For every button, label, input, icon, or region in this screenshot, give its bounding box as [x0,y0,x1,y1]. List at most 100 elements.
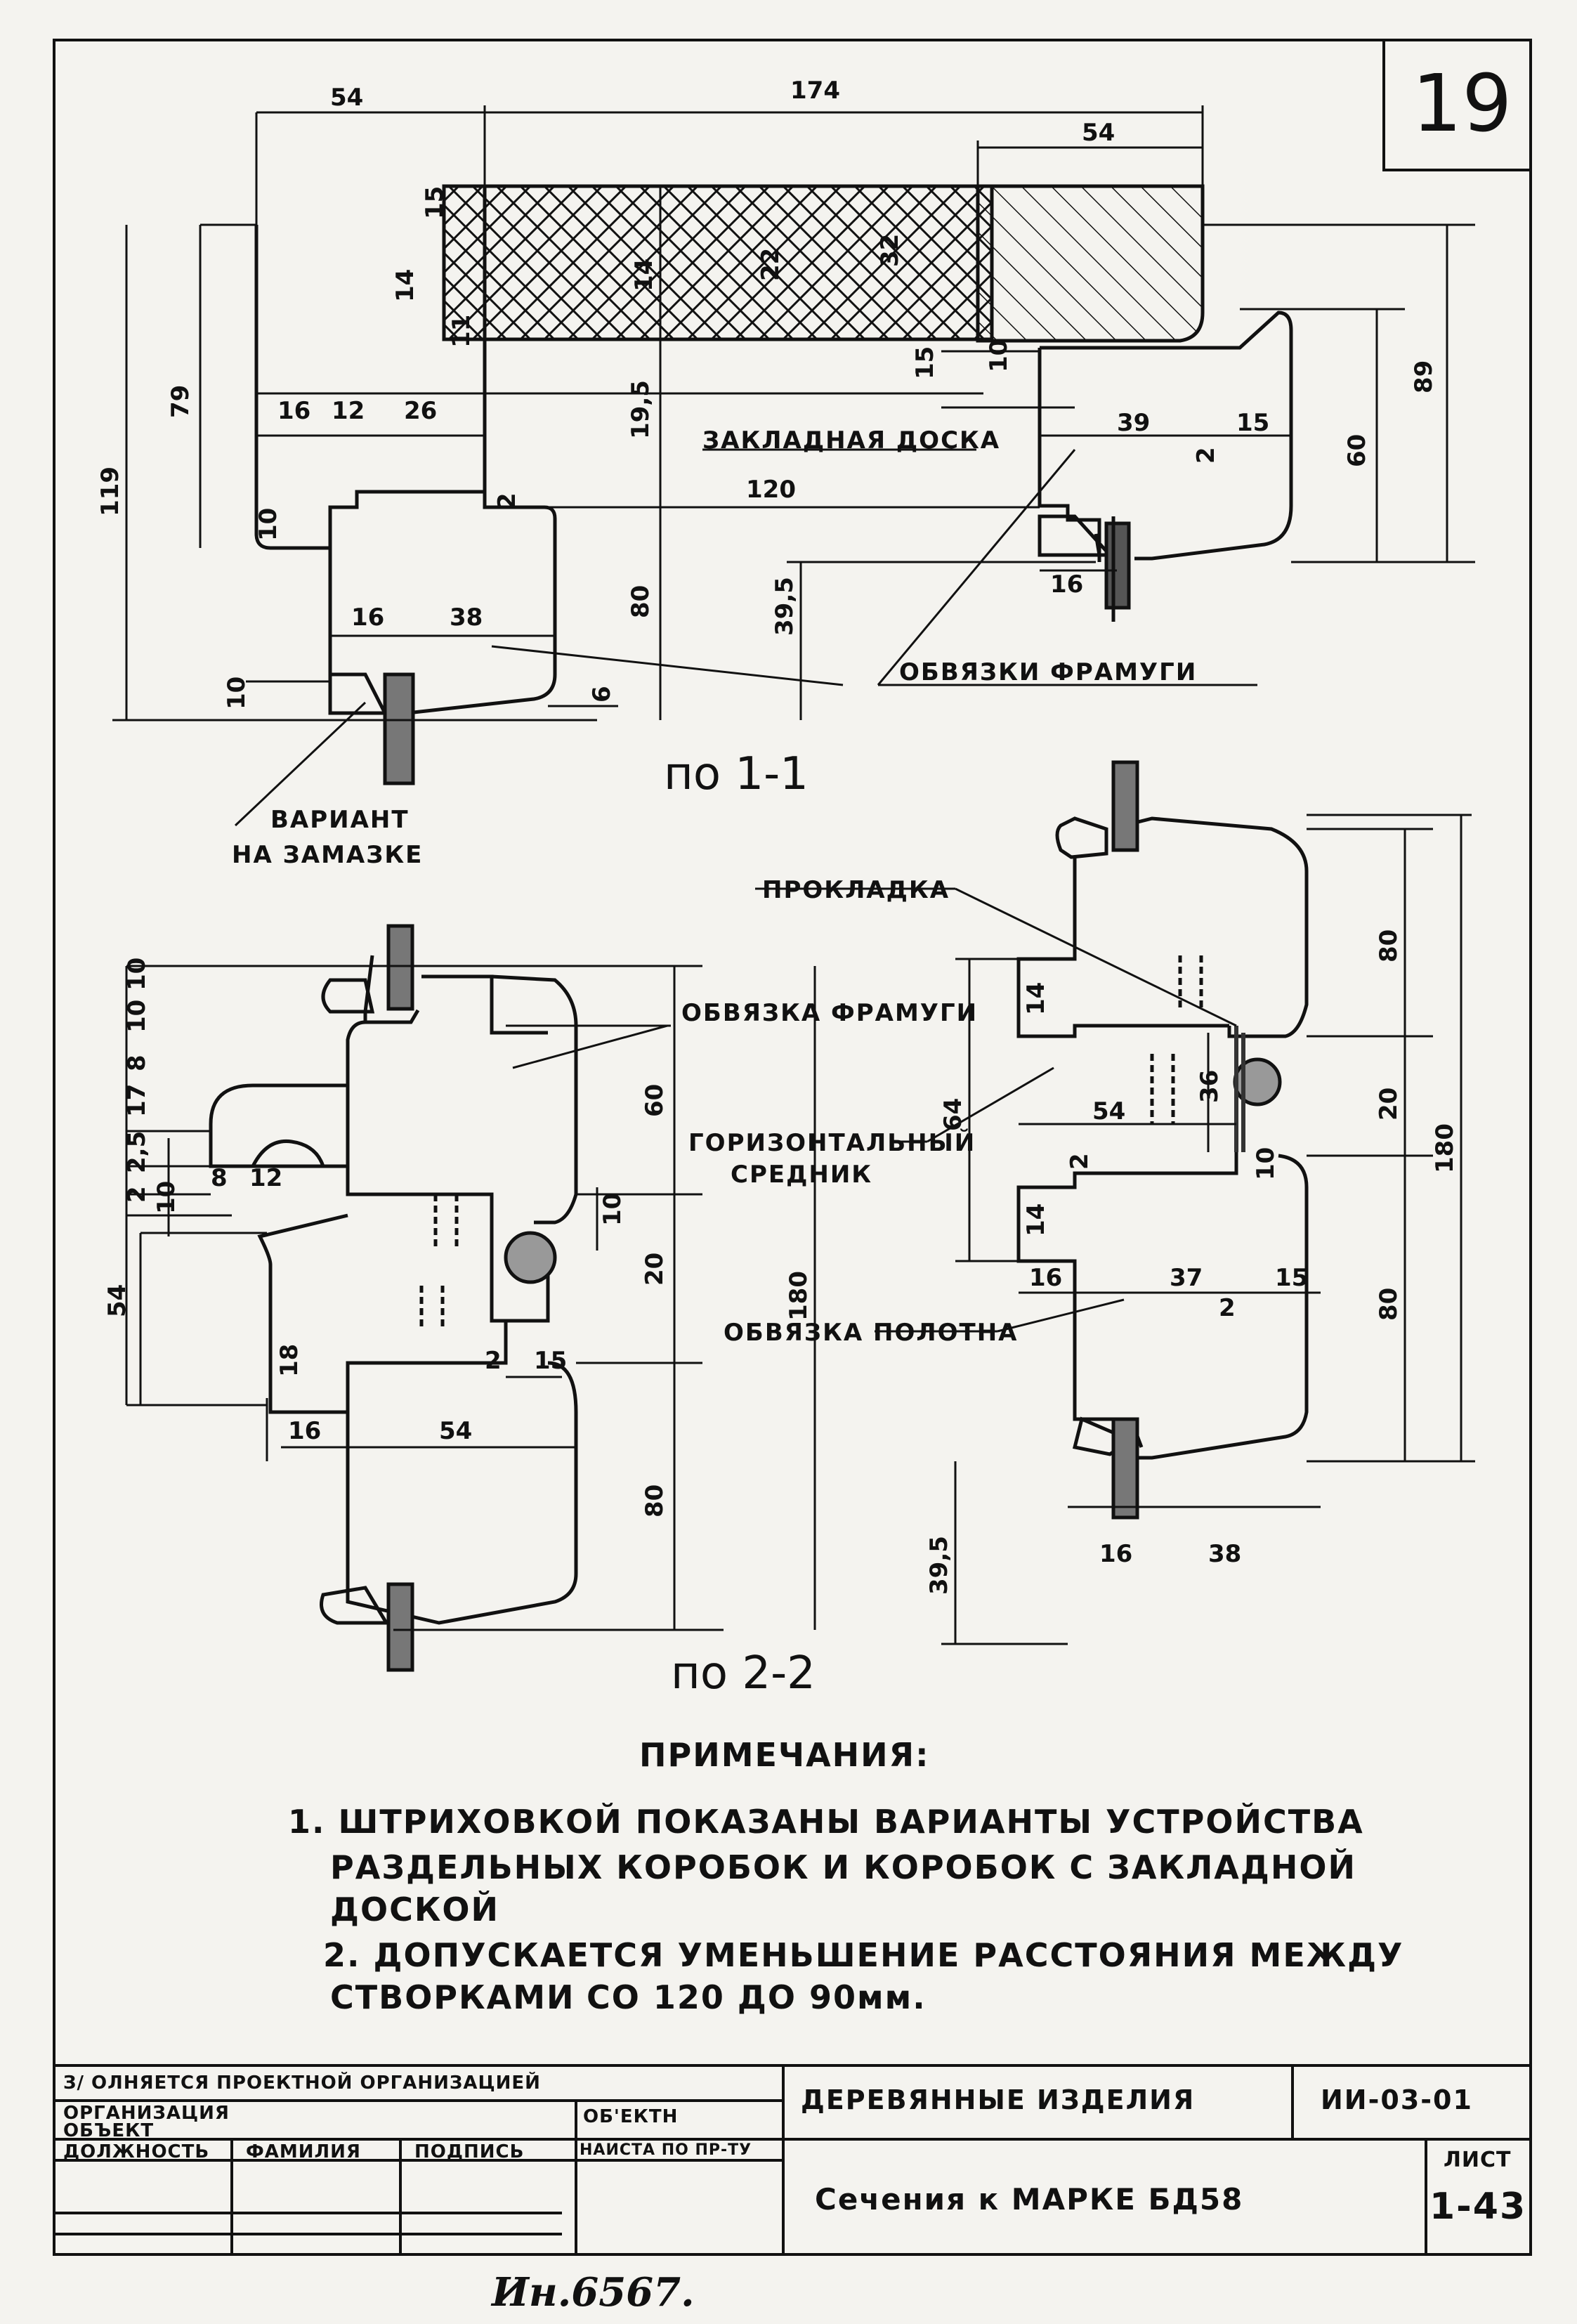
dim-r-80b: 80 [1375,1287,1403,1321]
dim-r-38: 38 [1208,1540,1242,1568]
label-transom-frame-1-1: ОБВЯЗКИ ФРАМУГИ [899,658,1198,686]
note-1-line-1: 1. ШТРИХОВКОЙ ПОКАЗАНЫ ВАРИАНТЫ УСТРОЙСТ… [288,1803,1364,1841]
title-block-object-code: ОБ'ЕКТН [583,2106,679,2127]
dim-39: 39 [1117,409,1151,437]
dim-l-2-5: 2,5 [123,1130,151,1173]
dim-r-16a: 16 [1029,1264,1063,1292]
dim-l-15: 15 [534,1347,568,1375]
dim-l-10a: 10 [123,957,151,991]
dim-119: 119 [96,466,124,516]
section-2-2-left-geometry [209,924,578,1672]
dim-16a: 16 [277,397,311,425]
section-2-2-right-geometry [1016,760,1309,1520]
title-block-product-group: ДЕРЕВЯННЫЕ ИЗДЕЛИЯ [801,2084,1196,2115]
title-block-surname: ФАМИЛИЯ [246,2141,361,2162]
dim-l-60: 60 [641,1083,669,1117]
caption-section-1-1: по 1-1 [664,748,809,800]
dim-r-2a: 2 [1066,1153,1094,1170]
dim-2a: 2 [1192,447,1220,464]
label-transom-frame-2-2: ОБВЯЗКА ФРАМУГИ [681,999,979,1027]
dim-r-2b: 2 [1219,1294,1236,1322]
dim-38: 38 [450,603,483,632]
dim-r-39-5: 39,5 [925,1536,953,1595]
dim-14: 14 [391,268,419,302]
dim-r-80a: 80 [1375,929,1403,962]
dim-16c: 16 [1050,570,1084,599]
sheet-number: 19 [1412,58,1512,150]
dim-r-180: 180 [1431,1123,1459,1173]
title-block-sheet-label: ЛИСТ [1444,2148,1512,2172]
title-block-sheet-count: НАИСТА ПО ПР-ТУ [580,2141,752,2159]
title-block-grid [54,2064,1531,2254]
label-mullion-2: СРЕДНИК [731,1161,873,1189]
sheet-frame [53,39,1532,2256]
dim-r-16b: 16 [1099,1540,1133,1568]
dim-l-12: 12 [249,1164,283,1192]
title-block-object: ОБЪЕКТ [63,2120,155,2141]
dim-l-180: 180 [785,1271,813,1321]
title-block-sheet-value: 1-43 [1429,2186,1527,2228]
dim-14b: 14 [630,258,658,292]
dim-r-54: 54 [1092,1097,1126,1125]
dim-15c: 15 [1236,409,1270,437]
dim-120: 120 [746,476,796,504]
note-1-line-2: РАЗДЕЛЬНЫХ КОРОБОК И КОРОБОК С ЗАКЛАДНОЙ [330,1848,1356,1886]
dim-15a: 15 [421,185,449,219]
dim-32: 32 [876,233,904,267]
dim-l-16: 16 [288,1417,322,1445]
dim-l-18: 18 [275,1343,303,1377]
inventory-note: Ин.6567. [492,2269,695,2316]
section-2-2-left-dimension-lines [125,965,816,1631]
label-putty-variant-1: ВАРИАНТ [270,806,410,834]
dim-l-8b: 8 [211,1164,228,1192]
dim-6: 6 [588,686,616,703]
notes-title: ПРИМЕЧАНИЯ: [639,1736,930,1774]
label-sash-frame: ОБВЯЗКА ПОЛОТНА [724,1319,1019,1347]
title-block-signature: ПОДПИСЬ [414,2141,525,2162]
dim-l-10c: 10 [152,1180,181,1214]
label-gasket: ПРОКЛАДКА [762,876,950,904]
dim-15b: 15 [911,346,939,379]
dim-174: 174 [790,77,840,105]
dim-r-14b: 14 [1022,1203,1050,1236]
dim-l-54v: 54 [103,1284,131,1317]
dim-r-15: 15 [1275,1264,1309,1292]
dim-r-36: 36 [1196,1069,1224,1103]
dim-54-top: 54 [330,84,364,112]
dim-l-54h: 54 [439,1417,473,1445]
dim-l-2b: 2 [485,1347,502,1375]
label-putty-variant-2: НА ЗАМАЗКЕ [232,841,424,869]
label-insert-board: ЗАКЛАДНАЯ ДОСКА [702,426,1001,455]
dim-10b: 10 [223,676,251,710]
dim-39-5: 39,5 [771,577,799,636]
dim-r-20: 20 [1375,1087,1403,1121]
dim-79: 79 [166,384,195,418]
dim-r-37: 37 [1170,1264,1203,1292]
dim-22: 22 [757,247,785,281]
dim-r-64: 64 [939,1097,967,1131]
title-block-fill-note: З/ ОЛНЯЕТСЯ ПРОЕКТНОЙ ОРГАНИЗАЦИЕЙ [63,2072,541,2094]
dim-r-10: 10 [1252,1147,1280,1180]
note-1-line-3: ДОСКОЙ [330,1891,500,1928]
dim-80: 80 [627,585,655,618]
note-2-line-2b: СО 120 ДО 90мм. [587,1978,927,2016]
dim-l-8: 8 [123,1055,151,1071]
dim-60: 60 [1343,433,1371,467]
dim-l-20: 20 [641,1252,669,1286]
title-block-position: ДОЛЖНОСТЬ [63,2141,210,2162]
caption-section-2-2: по 2-2 [671,1647,816,1699]
dim-l-80: 80 [641,1484,669,1517]
dim-12: 12 [332,397,365,425]
dim-l-17: 17 [123,1083,151,1117]
dim-26: 26 [404,397,438,425]
dim-16b: 16 [351,603,385,632]
dim-54-right: 54 [1082,119,1115,147]
dim-r-14a: 14 [1022,981,1050,1015]
dim-19-5: 19,5 [627,380,655,439]
dim-2b: 2 [493,492,521,509]
label-mullion-1: ГОРИЗОНТАЛЬНЫЙ [688,1129,976,1157]
note-2-line-1: 2. ДОПУСКАЕТСЯ УМЕНЬШЕНИЕ РАССТОЯНИЯ МЕЖ… [323,1936,1404,1974]
note-2-line-2a: СТВОРКАМИ [330,1978,575,2016]
